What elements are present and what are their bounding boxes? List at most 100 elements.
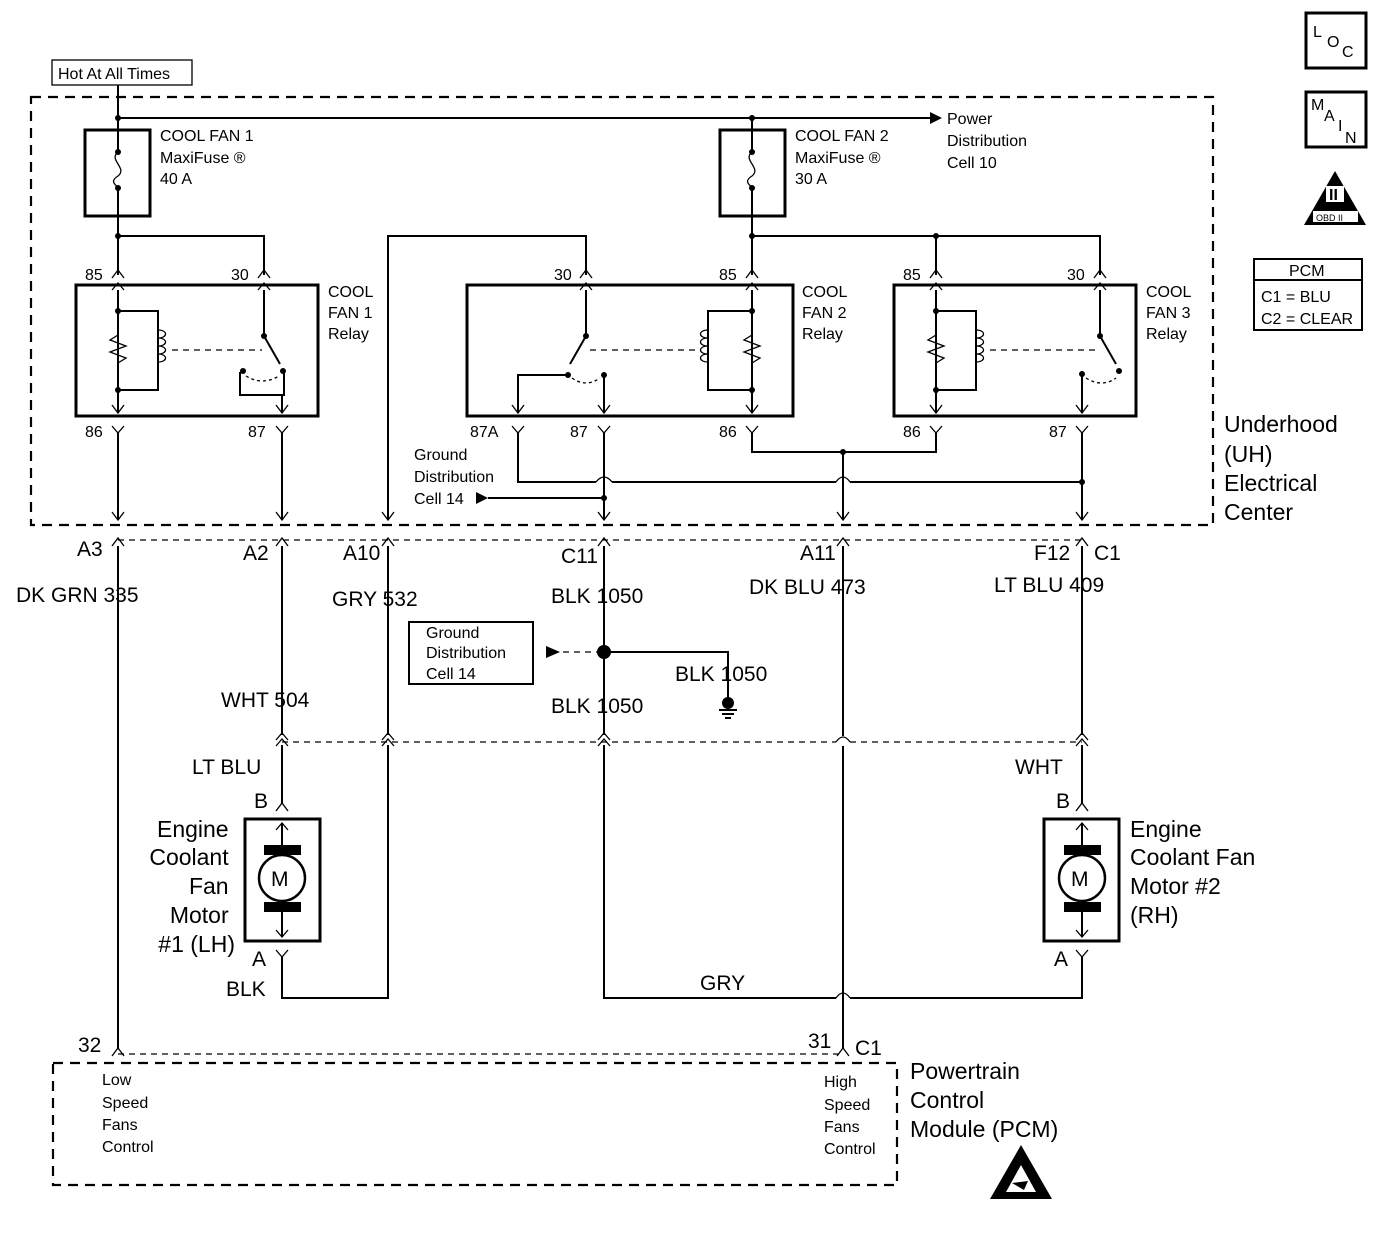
- conn-f12: F12: [1034, 542, 1070, 565]
- svg-text:COOL FAN 2 Relay: COOL FAN 2 Relay: [802, 284, 851, 343]
- svg-text:87A: 87A: [470, 424, 499, 441]
- hot-at-all-times-box: Hot At All Times: [51, 59, 193, 86]
- svg-text:B: B: [254, 790, 268, 813]
- svg-text:C2 = CLEAR: C2 = CLEAR: [1261, 311, 1353, 328]
- svg-text:Powertrain Control: Powertrain Control Module (PCM): [910, 1058, 1058, 1142]
- 87a-bus: [517, 433, 1082, 483]
- motor-icon: [257, 853, 307, 903]
- relay-coil-icon: [157, 329, 167, 363]
- cool-fan-2-relay: 30 85 87A 87 86 COOL FAN 2 Relay: [465, 267, 851, 441]
- svg-text:30: 30: [231, 267, 249, 284]
- conn-c11: C11: [561, 545, 598, 568]
- svg-text:M: M: [1311, 97, 1324, 114]
- engine-coolant-fan-motor-1: B M A BLK Engine Coolant Fan Motor #1 (L…: [149, 790, 322, 1001]
- svg-text:O: O: [1327, 34, 1339, 51]
- label-dk-blu-473: DK BLU 473: [749, 576, 866, 599]
- cool-fan-3-relay: 85 30 86 87 COOL FAN 3 Relay: [892, 267, 1195, 441]
- label-dk-grn-335: DK GRN 335: [16, 584, 139, 607]
- svg-text:A: A: [1324, 108, 1335, 125]
- svg-text:86: 86: [903, 424, 921, 441]
- label-blk: BLK: [226, 978, 266, 1001]
- label-blk-1050-c: BLK 1050: [675, 663, 767, 686]
- svg-text:30: 30: [1067, 267, 1085, 284]
- fuse-icon: [746, 151, 756, 189]
- switch-icon: [1081, 290, 1117, 412]
- svg-text:30: 30: [554, 267, 572, 284]
- svg-text:L: L: [1313, 24, 1322, 41]
- conn-a11: A11: [800, 542, 836, 565]
- svg-text:86: 86: [719, 424, 737, 441]
- ground-distribution-box: Ground Distribution Cell 14: [408, 621, 534, 685]
- wire-blk-1050: [603, 546, 1083, 999]
- 86-bus: [751, 433, 937, 520]
- label-blk-1050-a: BLK 1050: [551, 585, 643, 608]
- svg-text:B: B: [1056, 790, 1070, 813]
- cool-fan-1-relay: 85 30 86 87 COOL FAN 1 Relay: [74, 267, 373, 441]
- svg-text:II: II: [1329, 187, 1338, 204]
- svg-text:C: C: [1342, 44, 1354, 61]
- svg-text:A: A: [252, 948, 266, 971]
- relay1-feed: [118, 235, 265, 275]
- engine-coolant-fan-motor-2: B M A Engine Coolant Fan Motor #2 (RH): [1042, 790, 1262, 971]
- label-lt-blu-409: LT BLU 409: [994, 574, 1104, 597]
- resistor-icon: [926, 334, 946, 364]
- underhood-boundary: [29, 95, 1215, 527]
- svg-text:87: 87: [570, 424, 588, 441]
- loc-badge: L O C: [1304, 11, 1368, 70]
- conn-c1: C1: [1094, 542, 1121, 565]
- cool-fan-2-fuse: COOL FAN 2 MaxiFuse ® 30 A: [718, 118, 893, 236]
- svg-text:86: 86: [85, 424, 103, 441]
- resistor-icon: [108, 334, 128, 364]
- svg-text:31: 31: [808, 1030, 831, 1053]
- switch-icon: [239, 290, 285, 412]
- underhood-label: Underhood (UH) Electrical Center: [1224, 411, 1344, 525]
- svg-text:M: M: [271, 868, 289, 891]
- hot-at-all-times-label: Hot At All Times: [58, 66, 170, 83]
- svg-text:COOL FAN 3 Relay: COOL FAN 3 Relay: [1146, 284, 1195, 343]
- label-blk-1050-b: BLK 1050: [551, 695, 643, 718]
- svg-text:Engine Coolant Fan: Engine Coolant Fan Motor #1 (LH): [149, 816, 235, 957]
- label-wht: WHT: [1015, 756, 1063, 779]
- switch-icon: [517, 290, 605, 412]
- svg-text:85: 85: [903, 267, 921, 284]
- svg-text:32: 32: [78, 1034, 101, 1057]
- svg-text:Low Speed Fans: Low Speed Fans Control: [102, 1072, 154, 1156]
- label-gry-532: GRY 532: [332, 588, 418, 611]
- cool-fan-1-fuse: COOL FAN 1 MaxiFuse ® 40 A: [83, 118, 258, 236]
- obd-ii-icon: II OBD II: [1304, 171, 1366, 225]
- ground-distribution-inner-label: Ground Distribution Cell 14: [414, 447, 498, 508]
- svg-text:High Speed Fans: High Speed Fans Control: [824, 1074, 876, 1158]
- svg-text:Engine Coolant Fan: Engine Coolant Fan Motor #2 (RH): [1130, 816, 1262, 928]
- label-wht-504: WHT 504: [221, 689, 310, 712]
- svg-text:C1 = BLU: C1 = BLU: [1261, 289, 1331, 306]
- relay-coil-icon: [699, 329, 709, 363]
- svg-text:I: I: [1338, 118, 1342, 135]
- svg-text:COOL FAN 2 MaxiFuse ®: COOL FAN 2 MaxiFuse ® 30 A: [795, 128, 893, 188]
- power-bus: [117, 85, 930, 130]
- main-badge: M A I N: [1304, 90, 1368, 149]
- svg-text:85: 85: [85, 267, 103, 284]
- fuse-icon: [112, 151, 122, 189]
- power-distribution-label: Power Distribution Cell 10: [947, 111, 1031, 172]
- svg-text:N: N: [1345, 130, 1357, 147]
- ground-icon: [719, 709, 737, 719]
- pcm-module: 32 31 C1 Low Speed Fans Control High Spe…: [51, 1030, 1058, 1187]
- wire-gry-532: [281, 546, 389, 999]
- relay23-feed: [751, 235, 1101, 275]
- relay-coil-icon: [975, 329, 985, 363]
- svg-text:COOL FAN 1 MaxiFuse ®: COOL FAN 1 MaxiFuse ® 40 A: [160, 128, 258, 188]
- pcm-legend: PCM C1 = BLU C2 = CLEAR: [1253, 258, 1363, 331]
- label-lt-blu: LT BLU: [192, 756, 261, 779]
- esd-warning-icon: [990, 1145, 1052, 1199]
- svg-text:PCM: PCM: [1289, 263, 1325, 280]
- svg-text:85: 85: [719, 267, 737, 284]
- svg-text:M: M: [1071, 868, 1089, 891]
- svg-text:C1: C1: [855, 1037, 882, 1060]
- svg-text:A: A: [1054, 948, 1068, 971]
- a10-feed: [387, 235, 587, 520]
- label-gry: GRY: [700, 972, 745, 995]
- svg-text:Ground Distribution: Ground Distribution Cell 14: [426, 625, 510, 683]
- resistor-icon: [742, 334, 762, 364]
